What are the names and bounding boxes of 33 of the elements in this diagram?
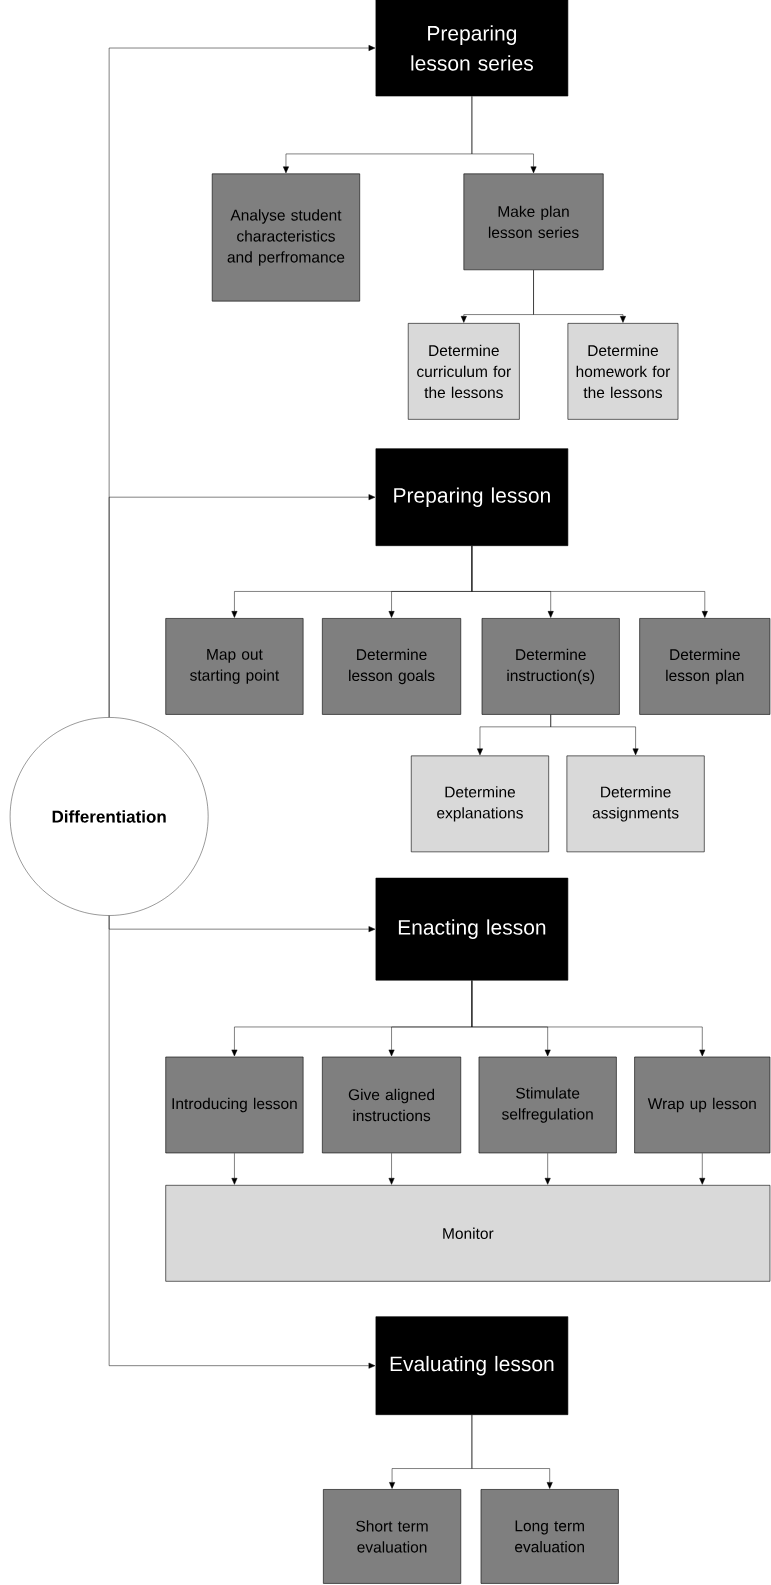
arrow — [471, 545, 708, 618]
task-box: Analyse student characteristics and perfromance — [211, 173, 361, 302]
task-box: Introducing lesson — [165, 1056, 304, 1154]
task-box: Map out starting point — [165, 618, 304, 715]
arrow — [533, 269, 626, 323]
arrow — [699, 1153, 706, 1185]
subtask-box: Determine assignments — [566, 755, 705, 853]
task-box: Stimulate selfregulation — [478, 1056, 617, 1154]
task-box: Long term evaluation — [480, 1489, 619, 1584]
arrow — [471, 1414, 553, 1489]
subtask-box: Determine curriculum for the lessons — [407, 323, 520, 420]
task-box: Wrap up lesson — [634, 1056, 771, 1154]
stage-box: Preparing lesson series — [375, 0, 569, 97]
task-box: Determine instruction(s) — [481, 618, 620, 715]
subtask-box: Monitor — [165, 1185, 771, 1282]
subtask-box: Determine explanations — [410, 755, 549, 853]
task-box: Give aligned instructions — [322, 1056, 462, 1154]
stage-box: Preparing lesson — [375, 448, 569, 546]
arrow — [544, 1153, 551, 1185]
task-box: Determine lesson plan — [639, 618, 771, 715]
stage-box: Evaluating lesson — [375, 1316, 569, 1415]
arrow — [108, 915, 376, 1369]
arrow — [471, 980, 706, 1057]
arrow — [550, 714, 639, 756]
task-box: Short term evaluation — [323, 1489, 462, 1584]
stage-box: Enacting lesson — [375, 877, 569, 981]
arrow — [471, 96, 537, 174]
subtask-box: Determine homework for the lessons — [567, 323, 679, 420]
task-box: Determine lesson goals — [322, 618, 462, 715]
arrow — [108, 494, 376, 718]
task-box: Make plan lesson series — [463, 173, 604, 271]
arrow — [388, 1153, 395, 1185]
arrow — [231, 1153, 238, 1185]
